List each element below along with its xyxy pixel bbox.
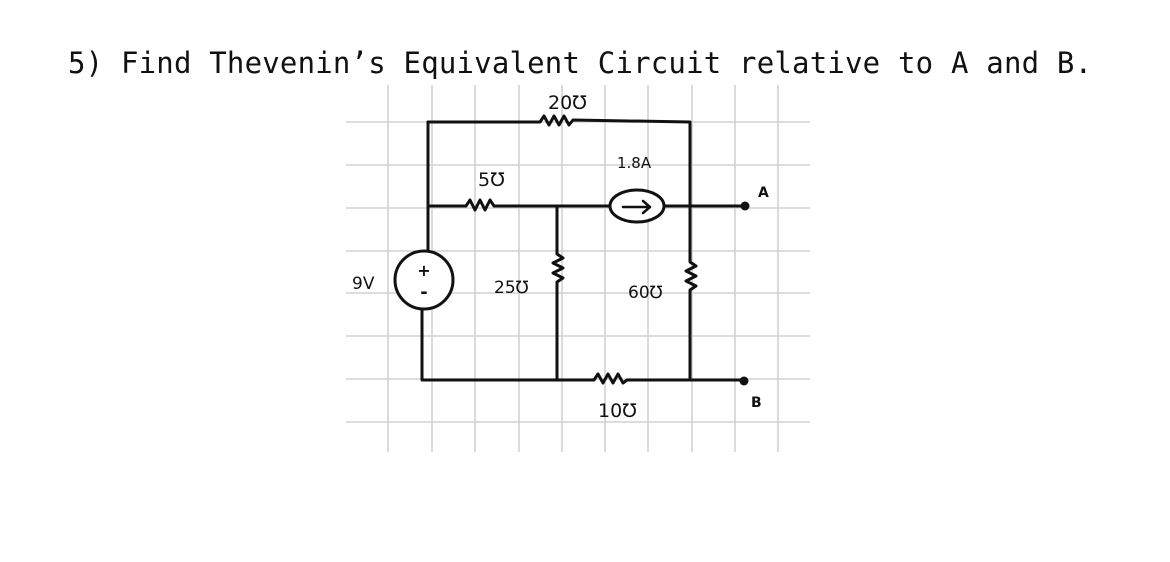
r60-branch	[684, 204, 698, 382]
r60-label: 60℧	[628, 283, 663, 303]
r25-branch	[551, 204, 565, 382]
terminal-b-dot	[739, 376, 749, 386]
terminal-a-dot	[740, 201, 750, 211]
top-wire	[426, 114, 692, 212]
r25-label: 25℧	[494, 278, 529, 298]
minus-sign: -	[420, 282, 427, 303]
current-label: 1.8A	[617, 154, 652, 172]
voltage-label: 9V	[352, 274, 375, 294]
r20-label: 20℧	[548, 92, 587, 114]
arrow-right-icon	[621, 199, 652, 215]
terminal-a-label: A	[758, 185, 769, 201]
terminal-b-label: B	[751, 395, 762, 411]
current-source	[608, 188, 666, 224]
question-text: 5) Find Thevenin’s Equivalent Circuit re…	[68, 46, 1093, 80]
plus-sign: +	[417, 261, 430, 280]
middle-wire	[426, 198, 612, 212]
r5-label: 5℧	[478, 169, 505, 191]
bottom-wire	[420, 308, 746, 385]
r10-label: 10℧	[598, 400, 637, 422]
voltage-source: + -	[393, 249, 455, 311]
